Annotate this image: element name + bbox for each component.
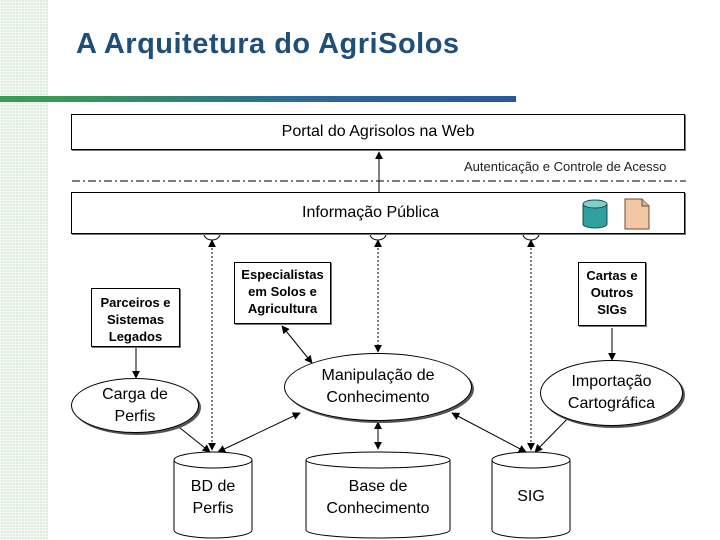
especialistas-line-3: Agricultura (247, 301, 318, 316)
info-publica-box: Informação Pública (71, 192, 685, 234)
base-line-2: Conhecimento (326, 500, 430, 517)
side-stripe (0, 0, 48, 540)
cartas-line-2: Outros (590, 285, 634, 300)
portal-box: Portal do Agrisolos na Web (71, 114, 685, 150)
base-conhecimento-label: Base de Conhecimento (306, 476, 450, 520)
arrow-manipulacao-sig (451, 412, 527, 453)
importacao-line-1: Importação (571, 373, 652, 390)
carga-line-2: Perfis (114, 407, 156, 425)
slide-title: A Arquitetura do AgriSolos (76, 28, 460, 60)
cartas-line-1: Cartas e (586, 268, 638, 283)
portal-label: Portal do Agrisolos na Web (281, 123, 475, 140)
cartas-box: Cartas e Outros SIGs (578, 262, 646, 326)
document-icon (624, 198, 650, 230)
parceiros-line-2: Sistemas (106, 312, 165, 327)
auth-label: Autenticação e Controle de Acesso (464, 159, 667, 174)
cylinder-base (305, 451, 451, 539)
arrow-especialistas-manipulacao (281, 325, 313, 364)
parceiros-line-3: Legados (108, 329, 163, 344)
info-publica-label: Informação Pública (302, 204, 439, 221)
manipulacao-ellipse: Manipulação de Conhecimento (284, 353, 472, 421)
especialistas-line-1: Especialistas (241, 267, 324, 282)
carga-perfis-ellipse: Carga de Perfis (71, 378, 199, 433)
importacao-line-2: Cartográfica (567, 395, 656, 412)
manipulacao-line-2: Conhecimento (326, 389, 430, 406)
parceiros-line-1: Parceiros e (100, 295, 171, 310)
especialistas-box: Especialistas em Solos e Agricultura (234, 262, 331, 324)
especialistas-line-2: em Solos e (248, 284, 317, 299)
bd-perfis-line-1: BD de (190, 478, 236, 495)
cartas-line-3: SIGs (597, 302, 627, 317)
manipulacao-line-1: Manipulação de (321, 367, 435, 384)
bd-perfis-label: BD de Perfis (174, 476, 252, 520)
carga-line-1: Carga de (102, 385, 168, 403)
bd-perfis-line-2: Perfis (192, 500, 234, 517)
importacao-ellipse: Importação Cartográfica (540, 360, 683, 426)
title-underline (0, 96, 516, 102)
arrow-manipulacao-bdperfis (217, 412, 301, 453)
base-line-1: Base de (348, 478, 408, 495)
database-icon (582, 199, 608, 229)
sig-label: SIG (517, 488, 545, 505)
parceiros-box: Parceiros e Sistemas Legados (91, 288, 180, 347)
cylinder-bdperfis (173, 451, 253, 539)
cylinder-sig (491, 451, 571, 539)
